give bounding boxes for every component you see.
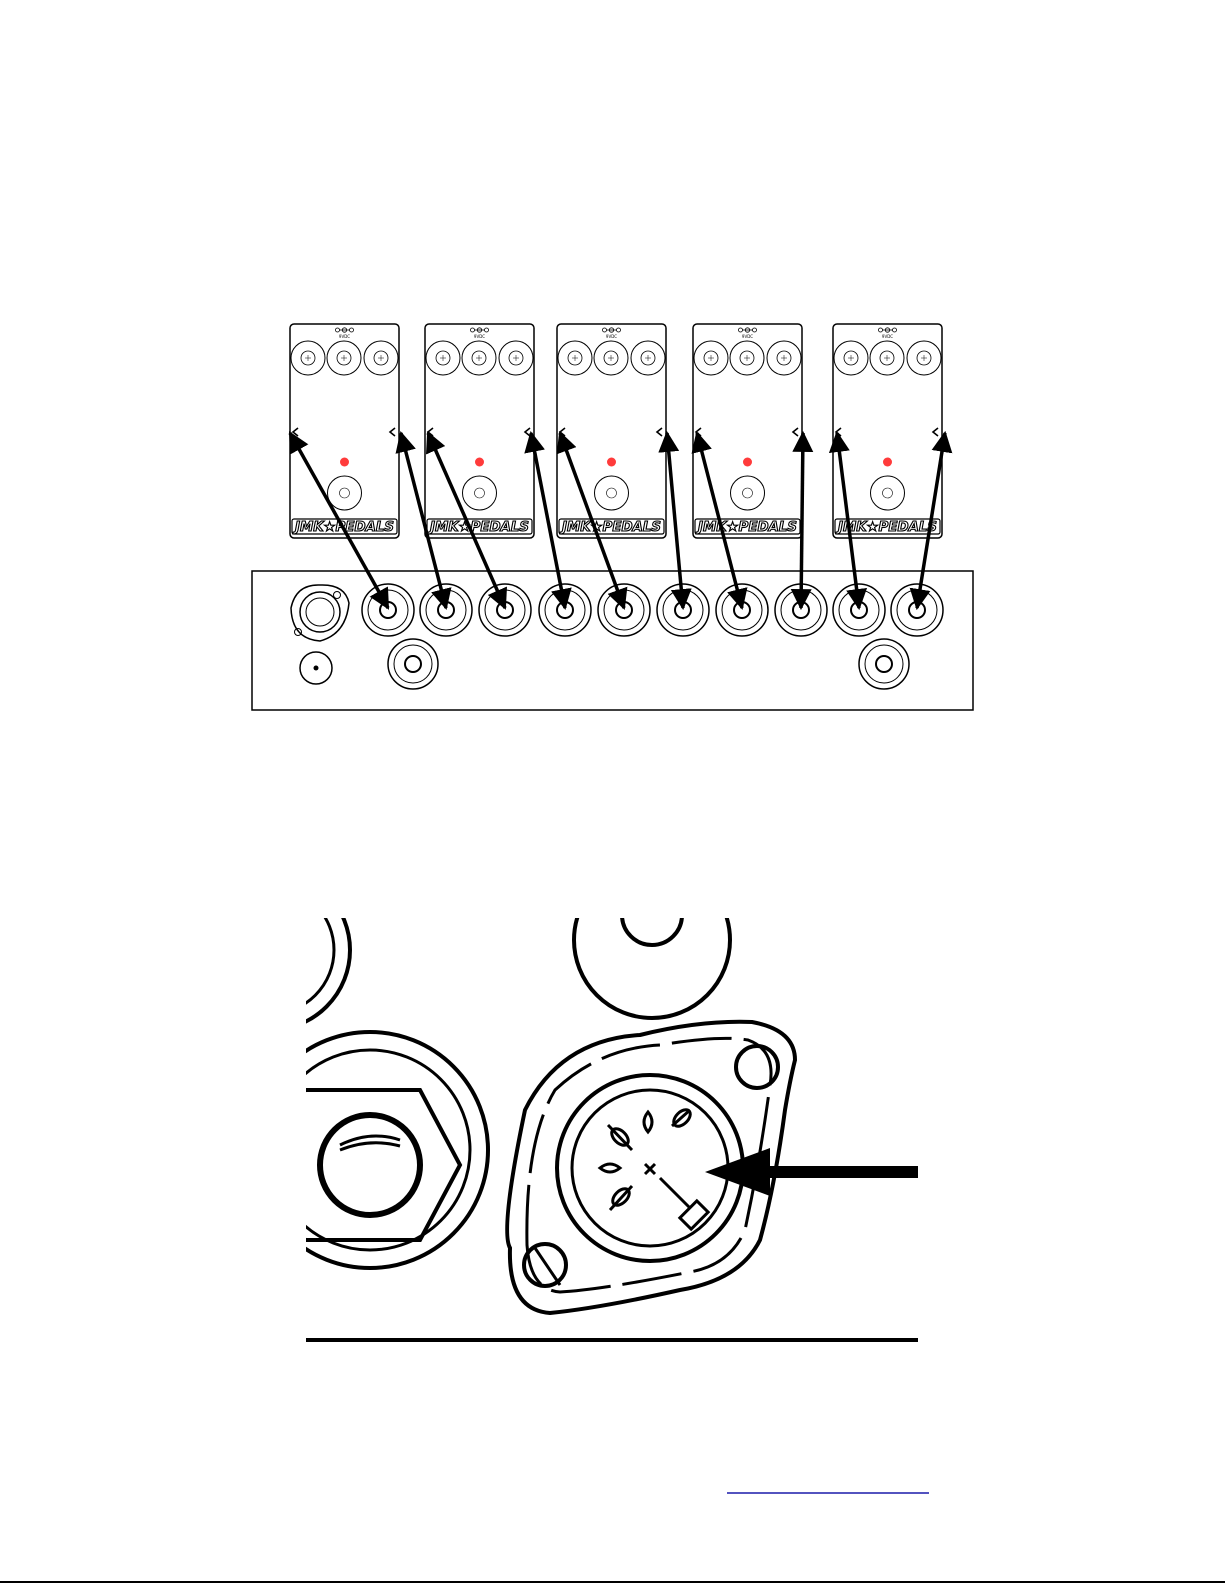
brand-label: JMK★PEDALS bbox=[695, 520, 797, 535]
patch-jack[interactable] bbox=[539, 584, 591, 636]
pedal: 9VDC JMK★PEDALS bbox=[557, 324, 666, 538]
knob[interactable] bbox=[907, 341, 941, 375]
arrow-icon bbox=[705, 1148, 925, 1196]
led-icon bbox=[607, 458, 616, 467]
knob[interactable] bbox=[631, 341, 665, 375]
patch-panel bbox=[252, 571, 973, 710]
footswitch[interactable] bbox=[328, 476, 362, 510]
patch-jack[interactable] bbox=[716, 584, 768, 636]
knob[interactable] bbox=[870, 341, 904, 375]
knob[interactable] bbox=[364, 341, 398, 375]
footswitch[interactable] bbox=[871, 476, 905, 510]
input-jack[interactable] bbox=[388, 639, 438, 689]
footswitch[interactable] bbox=[731, 476, 765, 510]
knob[interactable] bbox=[694, 341, 728, 375]
brand-label: JMK★PEDALS bbox=[559, 520, 661, 535]
led-icon bbox=[475, 458, 484, 467]
led-icon bbox=[743, 458, 752, 467]
power-label: 9VDC bbox=[474, 334, 485, 339]
jack-icon bbox=[252, 1032, 488, 1268]
knob[interactable] bbox=[291, 341, 325, 375]
pedal: 9VDC JMK★PEDALS bbox=[425, 324, 534, 538]
patch-jack[interactable] bbox=[362, 584, 414, 636]
knob[interactable] bbox=[834, 341, 868, 375]
led-icon bbox=[883, 458, 892, 467]
footswitch[interactable] bbox=[463, 476, 497, 510]
knob[interactable] bbox=[767, 341, 801, 375]
patch-jack[interactable] bbox=[598, 584, 650, 636]
pedal: 9VDC JMK★PEDALS bbox=[693, 324, 802, 538]
patch-arrow bbox=[801, 433, 803, 608]
brand-label: JMK★PEDALS bbox=[427, 520, 529, 535]
knob[interactable] bbox=[558, 341, 592, 375]
led-icon bbox=[340, 458, 349, 467]
knob[interactable] bbox=[594, 341, 628, 375]
power-label: 9VDC bbox=[339, 334, 350, 339]
knob[interactable] bbox=[327, 341, 361, 375]
power-label: 9VDC bbox=[606, 334, 617, 339]
patch-jack[interactable] bbox=[891, 584, 943, 636]
pedal-row: 9VDC JMK★PEDALS 9VDC JMK★PEDALS 9VDC JMK★PEDA… bbox=[290, 324, 942, 538]
knob[interactable] bbox=[499, 341, 533, 375]
knob[interactable] bbox=[426, 341, 460, 375]
patch-jack[interactable] bbox=[479, 584, 531, 636]
dc-jack-icon bbox=[300, 652, 332, 684]
patch-jack[interactable] bbox=[420, 584, 472, 636]
power-label: 9VDC bbox=[882, 334, 893, 339]
knob[interactable] bbox=[730, 341, 764, 375]
footswitch[interactable] bbox=[595, 476, 629, 510]
power-label: 9VDC bbox=[742, 334, 753, 339]
output-jack[interactable] bbox=[859, 639, 909, 689]
patch-jack[interactable] bbox=[833, 584, 885, 636]
knob[interactable] bbox=[462, 341, 496, 375]
detail-view bbox=[190, 862, 925, 1340]
